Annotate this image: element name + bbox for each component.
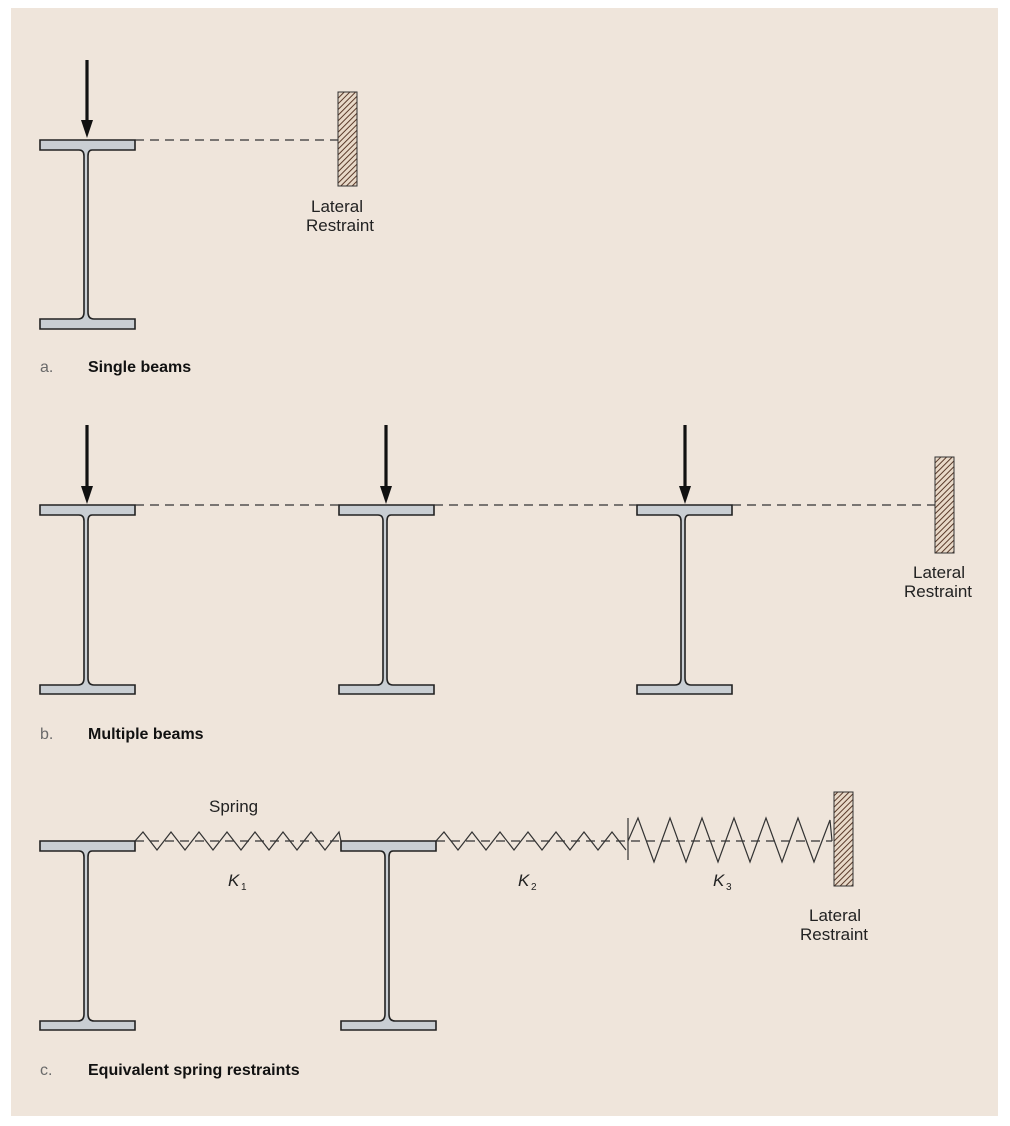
stiffness-k3: K 3 xyxy=(713,871,732,893)
panel-a: Lateral Restraint a. Single beams xyxy=(39,60,374,376)
stiffness-symbol: K xyxy=(518,871,530,890)
restraint-label-line1: Lateral xyxy=(311,197,363,216)
load-arrow xyxy=(380,425,392,504)
spring-label: Spring xyxy=(209,797,258,816)
stiffness-subscript: 3 xyxy=(726,882,732,893)
i-beam xyxy=(340,840,437,1031)
i-beam xyxy=(39,840,136,1031)
i-beam xyxy=(636,504,733,695)
stiffness-k2: K 2 xyxy=(518,871,537,893)
caption-letter-b: b. xyxy=(40,726,53,743)
restraint-label-line2: Restraint xyxy=(306,216,374,235)
caption-c: Equivalent spring restraints xyxy=(88,1062,300,1079)
caption-a: Single beams xyxy=(88,359,191,376)
lateral-restraint-wall xyxy=(337,91,358,187)
stiffness-subscript: 2 xyxy=(531,882,537,893)
spring-k1 xyxy=(134,830,342,851)
load-arrow xyxy=(81,60,93,138)
panel-b: Lateral Restraint b. Multiple beams xyxy=(39,425,972,743)
stiffness-symbol: K xyxy=(228,871,240,890)
spring-k3 xyxy=(627,816,833,864)
load-arrow xyxy=(81,425,93,504)
load-arrow xyxy=(679,425,691,504)
lateral-restraint-wall xyxy=(934,456,955,554)
spring-k2 xyxy=(435,831,627,851)
restraint-label-line2: Restraint xyxy=(800,925,868,944)
i-beam xyxy=(338,504,435,695)
stiffness-k1: K 1 xyxy=(228,871,247,893)
i-beam xyxy=(39,504,136,695)
caption-letter-c: c. xyxy=(40,1062,52,1079)
restraint-label-line2: Restraint xyxy=(904,582,972,601)
i-beam xyxy=(39,139,136,330)
panel-c: Spring K 1 K 2 K 3 Lateral Restraint c. … xyxy=(39,791,868,1079)
caption-letter-a: a. xyxy=(40,359,53,376)
stiffness-subscript: 1 xyxy=(241,882,247,893)
restraint-label-line1: Lateral xyxy=(913,563,965,582)
lateral-restraint-wall xyxy=(833,791,854,887)
caption-b: Multiple beams xyxy=(88,726,204,743)
stiffness-symbol: K xyxy=(713,871,725,890)
restraint-label-line1: Lateral xyxy=(809,906,861,925)
figure-panel xyxy=(11,8,998,1116)
